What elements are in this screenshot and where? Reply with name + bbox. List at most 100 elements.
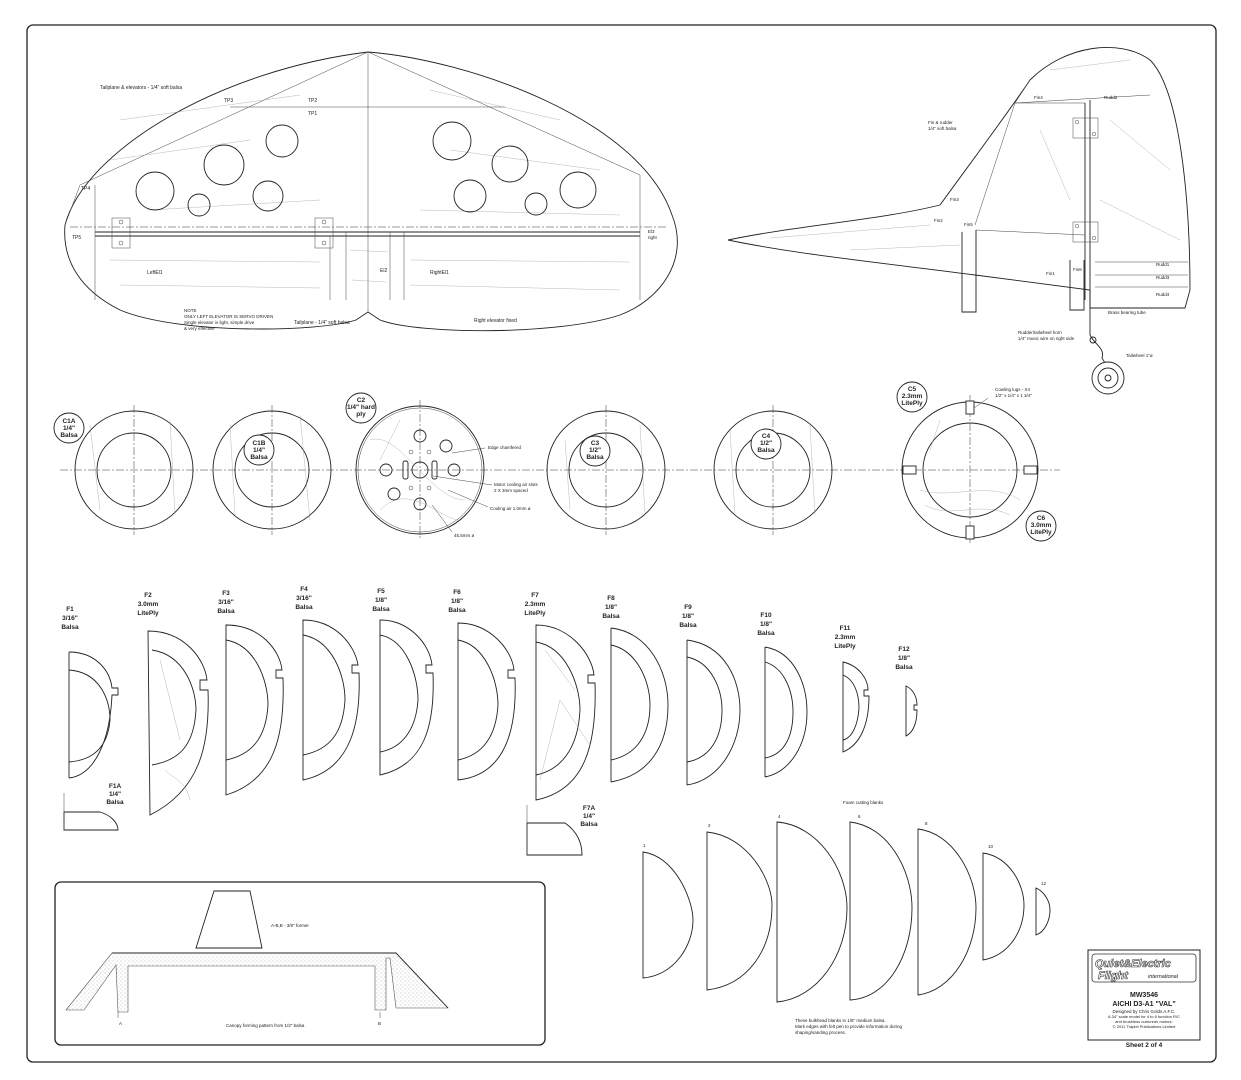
label-f8: F8 1/8" Balsa [602,595,620,620]
canopy-pattern-box: A-B,B - 3/8" former A B Canopy forming p… [54,881,546,1046]
label-f11: F11 2.3mm LitePly [834,625,856,650]
former-c4 [713,405,833,535]
svg-text:3/16": 3/16" [218,599,234,606]
svg-text:Balsa: Balsa [60,432,78,439]
label-f5: F5 1/8" Balsa [372,588,390,613]
rib-tp3: TP3 [224,98,233,104]
label-c5: C5 2.3mm LitePly [896,381,928,413]
tailplane-title-note: Tailplane & elevators - 1/4" soft balsa [100,85,182,91]
el3-label: El3 [648,229,655,234]
svg-text:Balsa: Balsa [757,447,775,454]
foam-blanks-title: Foam cutting blanks [843,800,884,805]
former-c1a [74,405,194,535]
svg-text:3.0mm: 3.0mm [1031,522,1052,529]
svg-text:Balsa: Balsa [372,606,390,613]
c5-lugs-note-1: 1/2" x 1/4" x 1 3/4" [995,393,1032,398]
svg-text:3.0mm: 3.0mm [138,601,159,608]
c2-cooling-slots-note-0: Motor cooling air slots [494,482,539,487]
former-c1b [212,405,332,535]
svg-text:1/2": 1/2" [589,447,601,454]
svg-text:F1A: F1A [109,783,122,790]
label-f7: F7 2.3mm LitePly [524,592,546,617]
svg-text:1/8": 1/8" [760,621,772,628]
svg-text:C2: C2 [357,397,366,404]
svg-text:ply: ply [356,411,366,418]
svg-text:C5: C5 [908,386,917,393]
svg-text:1/4" hard: 1/4" hard [347,404,375,411]
fin-rudder-drawing: Fin & rudder 1/4" soft balsa Fin4 Rudd2 … [727,47,1191,395]
tailwheel-horn-line-1: 1/4" music wire on right side [1018,336,1075,341]
former-c5-c6 [901,395,1039,545]
svg-text:C1A: C1A [62,418,75,425]
svg-text:F4: F4 [300,586,308,593]
svg-text:1/8": 1/8" [375,597,387,604]
blank-number-4: 4 [778,814,781,819]
svg-text:3/16": 3/16" [296,595,312,602]
svg-text:Balsa: Balsa [602,613,620,620]
blank-number-10: 10 [988,844,994,849]
tailwheel-horn-line-0: Rudder/tailwheel horn [1018,330,1062,335]
label-f12: F12 1/8" Balsa [895,646,913,671]
canopy-point-b: B [378,1021,381,1026]
rib-tp1: TP1 [308,111,317,117]
label-f1a: F1A 1/4" Balsa [106,783,124,806]
svg-text:1/4": 1/4" [583,813,595,820]
svg-text:Balsa: Balsa [217,608,235,615]
label-f2: F2 3.0mm LitePly [137,592,159,617]
former-c2 [355,400,485,540]
blank-number-12: 12 [1041,881,1047,886]
svg-text:2.3mm: 2.3mm [902,393,923,400]
svg-text:C6: C6 [1037,515,1046,522]
svg-text:LitePly: LitePly [137,610,159,617]
svg-text:1/8": 1/8" [898,655,910,662]
fin-note-line-1: 1/4" soft balsa [928,126,957,131]
fin5-label: Fin5 [964,222,973,227]
label-c4: C4 1/2" Balsa [750,428,782,460]
label-f3: F3 3/16" Balsa [217,590,235,615]
svg-text:F7: F7 [531,592,539,599]
tailplane-note-line-3: & very effective [184,326,215,331]
right-elevator-note: Right elevator fixed [474,318,517,324]
fin2-label: Fin2 [934,218,943,223]
svg-text:Balsa: Balsa [895,664,913,671]
c2-cooling-slots-note-1: 2 X 3mm spaced [494,488,528,493]
fuselage-formers [63,619,918,856]
svg-text:F9: F9 [684,604,692,611]
svg-text:1/4": 1/4" [63,425,75,432]
label-f1: F1 3/16" Balsa [61,606,79,631]
rudd2-label: Rudd2 [1104,95,1118,100]
former-c3 [546,405,666,535]
svg-text:Balsa: Balsa [295,604,313,611]
c2-edge-note: Edge chamfered [488,445,522,450]
foam-note-line-0: These bulkhead blanks in 1/8" medium bal… [795,1018,886,1023]
label-f9: F9 1/8" Balsa [679,604,697,629]
label-c2: C2 1/4" hard ply [345,392,377,424]
design-line-3: © 2011 Traplet Publications Limited [1113,1024,1176,1029]
sheet-border [26,24,1217,1063]
design-line-0: Designed by Chris Golds A.F.C. [1112,1009,1175,1014]
right-elevator-label: RightEl1 [430,270,449,276]
blank-number-2: 2 [708,823,711,828]
fin3-label: Fin3 [950,197,959,202]
svg-text:1/8": 1/8" [605,604,617,611]
cowl-formers [60,395,1060,545]
svg-text:F11: F11 [840,625,851,632]
label-c6: C6 3.0mm LitePly [1025,510,1057,542]
svg-text:1/4": 1/4" [109,791,121,798]
c5-lugs-note-0: Cowling lugs - X4 [995,387,1031,392]
logo-line2: Flight [1098,970,1129,982]
svg-text:LitePly: LitePly [524,610,546,617]
cowl-former-labels: C1A 1/4" Balsa C1B 1/4" Balsa C2 1/4" ha… [53,381,1057,542]
rudd1-label: Rudd1 [1156,262,1170,267]
svg-text:2.3mm: 2.3mm [835,634,856,641]
label-f10: F10 1/8" Balsa [757,612,775,637]
label-f7a: F7A 1/4" Balsa [580,805,598,828]
canopy-point-a: A [119,1021,122,1026]
svg-text:3/16": 3/16" [62,615,78,622]
svg-text:F7A: F7A [583,805,596,812]
rib-tp5: TP5 [72,235,81,241]
svg-text:F12: F12 [898,646,910,653]
sheet-number: Sheet 2 of 4 [1126,1042,1163,1049]
svg-text:F10: F10 [760,612,772,619]
svg-text:Balsa: Balsa [448,607,466,614]
